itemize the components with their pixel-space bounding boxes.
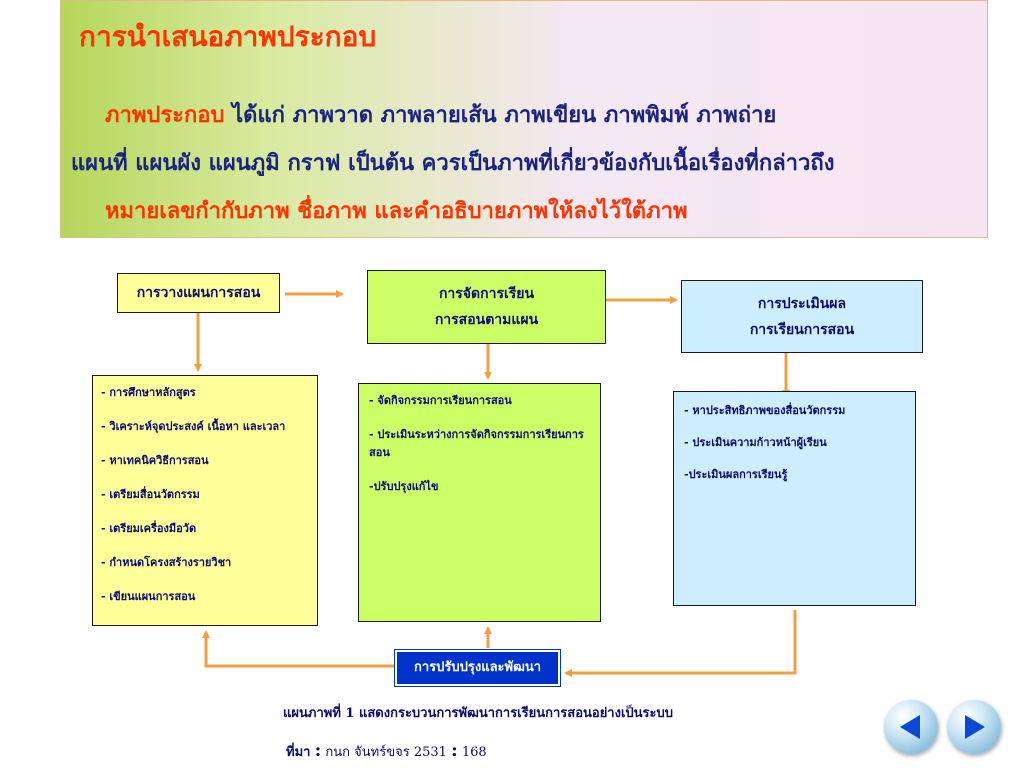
header-line-1: ภาพประกอบ ได้แก่ ภาพวาด ภาพลายเส้น ภาพเข…: [105, 97, 776, 132]
header-panel: การนำเสนอภาพประกอบ ภาพประกอบ ได้แก่ ภาพว…: [60, 0, 988, 238]
plan-item: - การศึกษาหลักสูตร: [101, 386, 196, 399]
source-author: กนก จันทร์ขจร 2531: [325, 745, 447, 760]
manage-detail-box: - จัดกิจกรรมการเรียนการสอน - ประเมินระหว…: [358, 383, 601, 622]
prev-slide-button[interactable]: [884, 700, 938, 754]
plan-box-label: การวางแผนการสอน: [136, 285, 261, 301]
source-sep: :: [314, 740, 322, 761]
figure-caption: แผนภาพที่ 1 แสดงกระบวนการพัฒนาการเรียนกา…: [283, 706, 674, 721]
eval-box: การประเมินผล การเรียนการสอน: [681, 280, 923, 353]
plan-item: - เขียนแผนการสอน: [101, 590, 196, 603]
eval-item: -ประเมินผลการเรียนรู้: [684, 468, 788, 481]
eval-item: - หาประสิทธิภาพของสื่อนวัตกรรม: [684, 404, 846, 417]
source-label: ที่มา: [286, 745, 311, 760]
manage-box-line-1: การจัดการเรียน: [438, 286, 535, 302]
manage-item: -ปรับปรุงแก้ไข: [369, 480, 439, 493]
plan-detail-box: - การศึกษาหลักสูตร - วิเคราะห์จุดประสงค์…: [92, 375, 318, 626]
improve-box: การปรับปรุงและพัฒนา: [395, 650, 560, 686]
slide-title: การนำเสนอภาพประกอบ: [79, 20, 377, 53]
triangle-right-icon: [965, 715, 985, 739]
manage-item: - ประเมินระหว่างการจัดกิจกรรมการเรียนการ…: [369, 428, 584, 459]
eval-box-line-2: การเรียนการสอน: [749, 322, 855, 338]
line1-lead: ภาพประกอบ: [105, 102, 225, 128]
eval-item: - ประเมินความก้าวหน้าผู้เรียน: [684, 436, 827, 449]
line1-rest: ได้แก่ ภาพวาด ภาพลายเส้น ภาพเขียน ภาพพิม…: [224, 102, 777, 128]
plan-box: การวางแผนการสอน: [117, 273, 280, 313]
manage-box: การจัดการเรียน การสอนตามแผน: [367, 270, 606, 344]
manage-item: - จัดกิจกรรมการเรียนการสอน: [369, 394, 512, 407]
eval-detail-box: - หาประสิทธิภาพของสื่อนวัตกรรม - ประเมิน…: [673, 391, 916, 606]
source-caption: ที่มา : กนก จันทร์ขจร 2531 : 168: [286, 740, 487, 762]
plan-item: - กำหนดโครงสร้างรายวิชา: [101, 556, 232, 569]
next-slide-button[interactable]: [947, 700, 1001, 754]
triangle-left-icon: [900, 715, 920, 739]
source-sep-2: :: [451, 740, 458, 761]
plan-item: - วิเคราะห์จุดประสงค์ เนื้อหา และเวลา: [101, 420, 286, 433]
header-line-2: แผนที่ แผนผัง แผนภูมิ กราฟ เป็นต้น ควรเป…: [71, 150, 835, 176]
source-page: 168: [461, 745, 487, 760]
plan-item: - เตรียมสื่อนวัตกรรม: [101, 488, 200, 501]
manage-box-line-2: การสอนตามแผน: [434, 312, 539, 328]
eval-box-line-1: การประเมินผล: [757, 296, 847, 312]
plan-item: - เตรียมเครื่องมือวัด: [101, 522, 197, 535]
improve-box-label: การปรับปรุงและพัฒนา: [413, 660, 542, 675]
arrow-improve-to-plan: [202, 630, 394, 668]
header-line-3: หมายเลขกำกับภาพ ชื่อภาพ และคำอธิบายภาพให…: [105, 198, 688, 224]
plan-item: - หาเทคนิควิธีการสอน: [101, 454, 209, 467]
arrow-eval-to-improve: [564, 610, 797, 677]
